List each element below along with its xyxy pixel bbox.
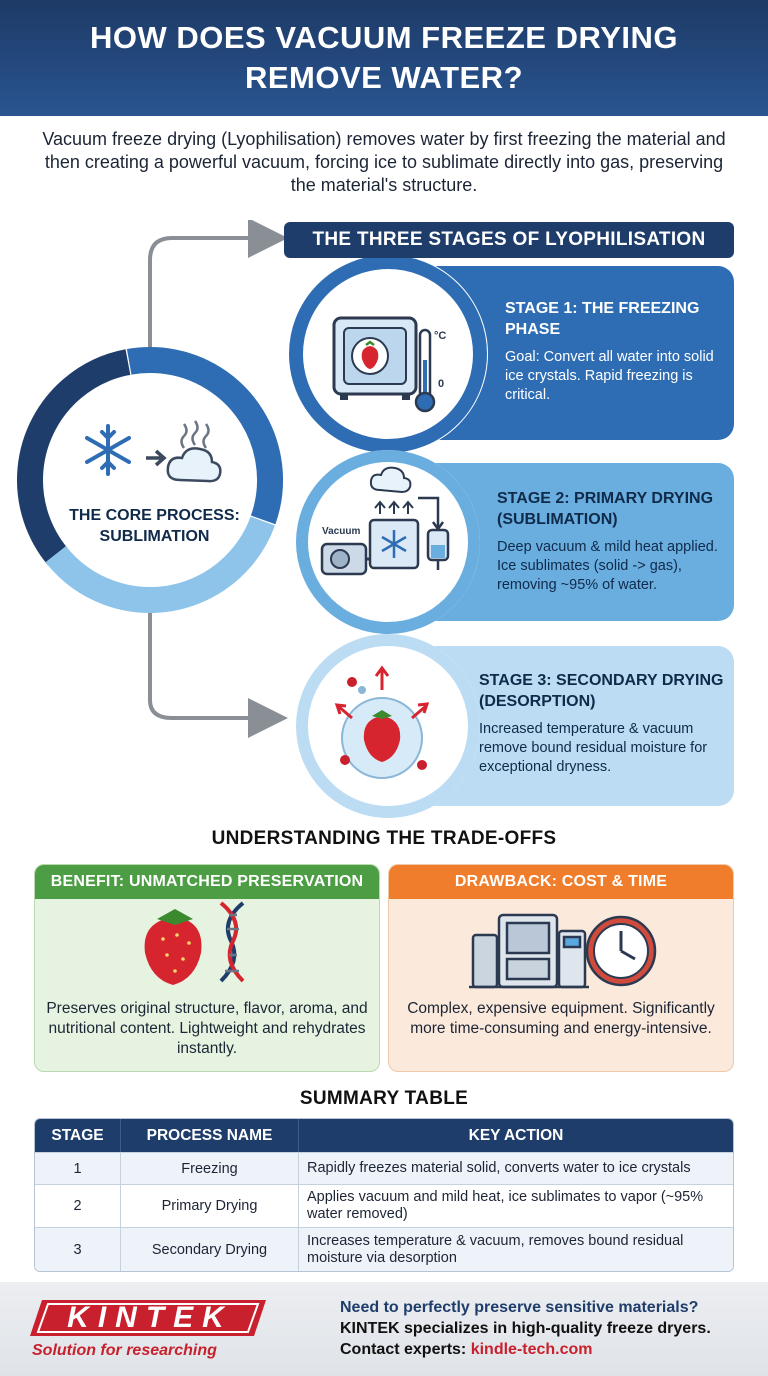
cta-contact: Contact experts: kindle-tech.com — [340, 1339, 760, 1360]
thermometer-icon — [414, 328, 436, 413]
top-arrow — [148, 220, 288, 360]
thermometer-zero-label: 0 — [438, 378, 445, 390]
drawback-title: DRAWBACK: COST & TIME — [389, 865, 733, 899]
table-header-cell: KEY ACTION — [468, 1127, 564, 1144]
table-cell: 1 — [35, 1153, 121, 1184]
intro-text: Vacuum freeze drying (Lyophilisation) re… — [42, 129, 726, 195]
stage-3-description: Increased temperature & vacuum remove bo… — [479, 721, 708, 775]
contact-link[interactable]: kindle-tech.com — [470, 1341, 593, 1358]
equipment-clock-icon — [469, 913, 657, 989]
freezer-icon — [332, 316, 418, 400]
vapor-cloud-icon — [166, 420, 222, 483]
footer: KINTEK Solution for researching Need to … — [0, 1282, 768, 1376]
drawback-text: Complex, expensive equipment. Significan… — [407, 1000, 715, 1037]
table-header-row: STAGE PROCESS NAME KEY ACTION — [35, 1119, 733, 1153]
table-cell: Freezing — [121, 1153, 299, 1184]
table-cell: Primary Drying — [121, 1185, 299, 1227]
call-to-action: Need to perfectly preserve sensitive mat… — [340, 1297, 760, 1360]
table-row: 1 Freezing Rapidly freezes material soli… — [35, 1153, 733, 1185]
table-row: 3 Secondary Drying Increases temperature… — [35, 1228, 733, 1271]
drawback-panel: DRAWBACK: COST & TIME Complex, expensive… — [388, 864, 734, 1072]
arrow-right-icon — [146, 449, 167, 467]
summary-table: STAGE PROCESS NAME KEY ACTION 1 Freezing… — [34, 1118, 734, 1272]
stage-2-title: STAGE 2: PRIMARY DRYING (SUBLIMATION) — [497, 490, 714, 528]
vacuum-pump-icon — [320, 466, 450, 576]
stage-3-text: STAGE 3: SECONDARY DRYING (DESORPTION) I… — [479, 670, 729, 777]
benefit-title: BENEFIT: UNMATCHED PRESERVATION — [35, 865, 379, 899]
cta-line: KINTEK specializes in high-quality freez… — [340, 1320, 711, 1337]
stage-3-title: STAGE 3: SECONDARY DRYING (DESORPTION) — [479, 672, 724, 710]
stages-section-title: THE THREE STAGES OF LYOPHILISATION — [284, 222, 734, 258]
table-cell: Secondary Drying — [121, 1228, 299, 1271]
core-process-label: THE CORE PROCESS: SUBLIMATION — [69, 507, 240, 545]
logo-tagline: Solution for researching — [32, 1342, 217, 1359]
cta-question: Need to perfectly preserve sensitive mat… — [340, 1299, 699, 1316]
desorption-icon — [334, 665, 430, 779]
tradeoffs-title: UNDERSTANDING THE TRADE-OFFS — [211, 828, 557, 849]
table-cell: Applies vacuum and mild heat, ice sublim… — [307, 1189, 704, 1222]
summary-title: SUMMARY TABLE — [299, 1088, 469, 1109]
header-banner: HOW DOES VACUUM FREEZE DRYING REMOVE WAT… — [0, 0, 768, 116]
thermometer-unit-label: °C — [434, 330, 447, 342]
snowflake-icon — [85, 424, 131, 476]
stage-2-text: STAGE 2: PRIMARY DRYING (SUBLIMATION) De… — [497, 488, 729, 595]
table-cell: Increases temperature & vacuum, removes … — [307, 1232, 684, 1266]
table-row: 2 Primary Drying Applies vacuum and mild… — [35, 1185, 733, 1228]
benefit-panel: BENEFIT: UNMATCHED PRESERVATION Preserve… — [34, 864, 380, 1072]
vacuum-icon-label: Vacuum — [322, 526, 361, 537]
bottom-arrow — [148, 610, 288, 738]
core-ring-light — [17, 347, 283, 613]
kintek-logo — [30, 1300, 266, 1336]
stage-1-text: STAGE 1: THE FREEZING PHASE Goal: Conver… — [505, 298, 725, 405]
strawberry-dna-icon — [144, 901, 245, 985]
page-title: HOW DOES VACUUM FREEZE DRYING REMOVE WAT… — [89, 20, 678, 95]
contact-label: Contact experts: — [340, 1341, 471, 1358]
table-cell: 3 — [35, 1228, 121, 1271]
lyophilisation-diagram — [17, 220, 734, 818]
stage-1-description: Goal: Convert all water into solid ice c… — [505, 349, 714, 403]
core-center — [44, 374, 256, 586]
stage-1-title: STAGE 1: THE FREEZING PHASE — [505, 300, 700, 338]
stage-2-description: Deep vacuum & mild heat applied. Ice sub… — [497, 539, 718, 593]
table-cell: 2 — [35, 1185, 121, 1227]
benefit-text: Preserves original structure, flavor, ar… — [46, 1000, 368, 1057]
core-ring-mid — [17, 347, 283, 613]
table-header-cell: PROCESS NAME — [121, 1119, 299, 1152]
table-header-cell: STAGE — [35, 1119, 121, 1152]
logo-text: KINTEK — [67, 1301, 233, 1334]
table-cell: Rapidly freezes material solid, converts… — [307, 1160, 691, 1176]
